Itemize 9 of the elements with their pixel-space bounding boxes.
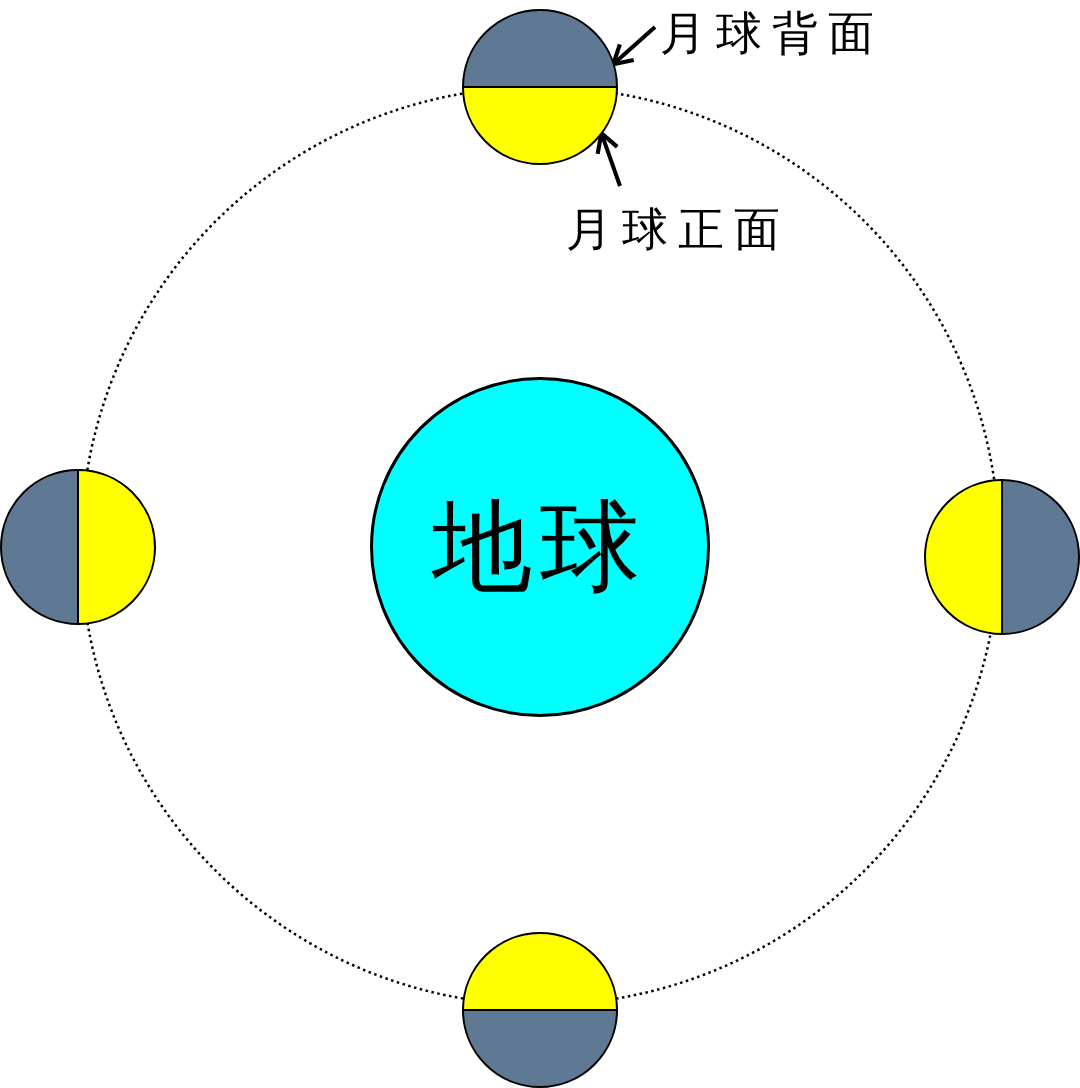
- leader-arrow: [595, 131, 622, 187]
- moon-drawing: [0, 468, 157, 626]
- earth-label: 地球: [432, 497, 648, 597]
- moon-drawing: [923, 478, 1080, 636]
- moon-drawing: [461, 8, 619, 166]
- moon-side-label: 月球正面: [566, 202, 790, 256]
- moon-side-label: 月球背面: [660, 6, 884, 60]
- leader-arrow: [611, 25, 657, 67]
- moon-drawing: [461, 931, 619, 1088]
